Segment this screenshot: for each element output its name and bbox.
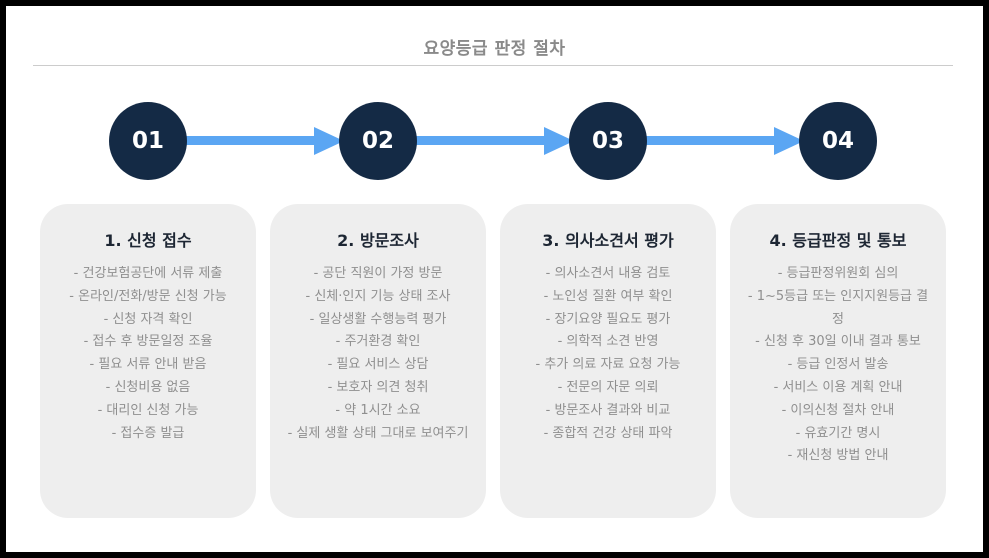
step-item: - 공단 직원이 가정 방문 xyxy=(313,266,443,281)
step-card-title: 1. 신청 접수 xyxy=(104,231,192,250)
diagram-frame: 요양등급 판정 절차 01 02 03 04 1. 신청 접수 - 건강보험공단… xyxy=(6,6,983,552)
step-item: - 신청 후 30일 이내 결과 통보 xyxy=(755,334,921,350)
step-item: - 신청비용 없음 xyxy=(105,379,191,395)
step-item: - 필요 서비스 상담 xyxy=(327,357,429,373)
step-item: - 필요 서류 안내 받음 xyxy=(89,357,207,373)
step-card-2: 2. 방문조사 - 공단 직원이 가정 방문 - 신체·인지 기능 상태 조사 … xyxy=(270,204,486,518)
step-circle-3: 03 xyxy=(569,102,647,180)
step-item: - 접수 후 방문일정 조율 xyxy=(83,334,213,350)
step-card-4: 4. 등급판정 및 통보 - 등급판정위원회 심의 - 1~5등급 또는 인지지… xyxy=(730,204,946,518)
step-item: - 약 1시간 소요 xyxy=(335,402,421,418)
step-card-1: 1. 신청 접수 - 건강보험공단에 서류 제출 - 온라인/전화/방문 신청 … xyxy=(40,204,256,518)
title-divider xyxy=(33,65,953,66)
step-card-title: 4. 등급판정 및 통보 xyxy=(769,231,907,250)
step-card-items: - 공단 직원이 가정 방문 - 신체·인지 기능 상태 조사 - 일상생활 수… xyxy=(284,263,472,445)
step-item: - 신체·인지 기능 상태 조사 xyxy=(305,288,451,304)
step-card-items: - 의사소견서 내용 검토 - 노인성 질환 여부 확인 - 장기요양 필요도 … xyxy=(514,263,702,445)
step-item: - 서비스 이용 계획 안내 xyxy=(773,379,903,395)
step-item: - 접수증 발급 xyxy=(111,425,185,441)
step-item: - 일상생활 수행능력 평가 xyxy=(309,311,447,327)
step-card-items: - 건강보험공단에 서류 제출 - 온라인/전화/방문 신청 가능 - 신청 자… xyxy=(54,263,242,445)
step-circle-1: 01 xyxy=(109,102,187,180)
step-card-3: 3. 의사소견서 평가 - 의사소견서 내용 검토 - 노인성 질환 여부 확인… xyxy=(500,204,716,518)
step-item: - 신청 자격 확인 xyxy=(103,311,193,327)
step-item: - 추가 의료 자료 요청 가능 xyxy=(535,357,681,373)
step-card-title: 2. 방문조사 xyxy=(337,231,419,250)
arrow-2-to-3 xyxy=(416,127,574,155)
step-circle-2: 02 xyxy=(339,102,417,180)
diagram-title: 요양등급 판정 절차 xyxy=(423,39,566,59)
step-card-title: 3. 의사소견서 평가 xyxy=(542,231,674,250)
step-item: - 방문조사 결과와 비교 xyxy=(545,402,671,418)
step-item: - 종합적 건강 상태 파악 xyxy=(543,425,673,441)
step-item: - 유효기간 명시 xyxy=(795,425,881,441)
step-item: - 주거환경 확인 xyxy=(335,334,421,350)
arrow-1-to-2 xyxy=(186,127,344,155)
step-item: - 재신청 방법 안내 xyxy=(787,448,889,464)
step-item: - 의사소견서 내용 검토 xyxy=(545,266,671,281)
step-circle-4: 04 xyxy=(799,102,877,180)
step-item: - 등급판정위원회 심의 xyxy=(777,266,899,281)
step-card-items: - 등급판정위원회 심의 - 1~5등급 또는 인지지원등급 결정 - 신청 후… xyxy=(744,263,932,468)
step-item: - 대리인 신청 가능 xyxy=(97,402,199,418)
step-item: - 건강보험공단에 서류 제출 xyxy=(73,266,223,281)
step-item: - 1~5등급 또는 인지지원등급 결정 xyxy=(747,288,929,327)
step-item: - 장기요양 필요도 평가 xyxy=(545,311,671,327)
step-item: - 실제 생활 상태 그대로 보여주기 xyxy=(287,425,469,441)
step-item: - 노인성 질환 여부 확인 xyxy=(543,288,673,304)
step-item: - 전문의 자문 의뢰 xyxy=(557,379,659,395)
step-item: - 등급 인정서 발송 xyxy=(787,357,889,373)
arrow-3-to-4 xyxy=(646,127,804,155)
step-item: - 보호자 의견 청취 xyxy=(327,379,429,395)
step-item: - 이의신청 절차 안내 xyxy=(781,402,895,418)
step-item: - 의학적 소견 반영 xyxy=(557,334,659,350)
step-item: - 온라인/전화/방문 신청 가능 xyxy=(69,288,227,304)
